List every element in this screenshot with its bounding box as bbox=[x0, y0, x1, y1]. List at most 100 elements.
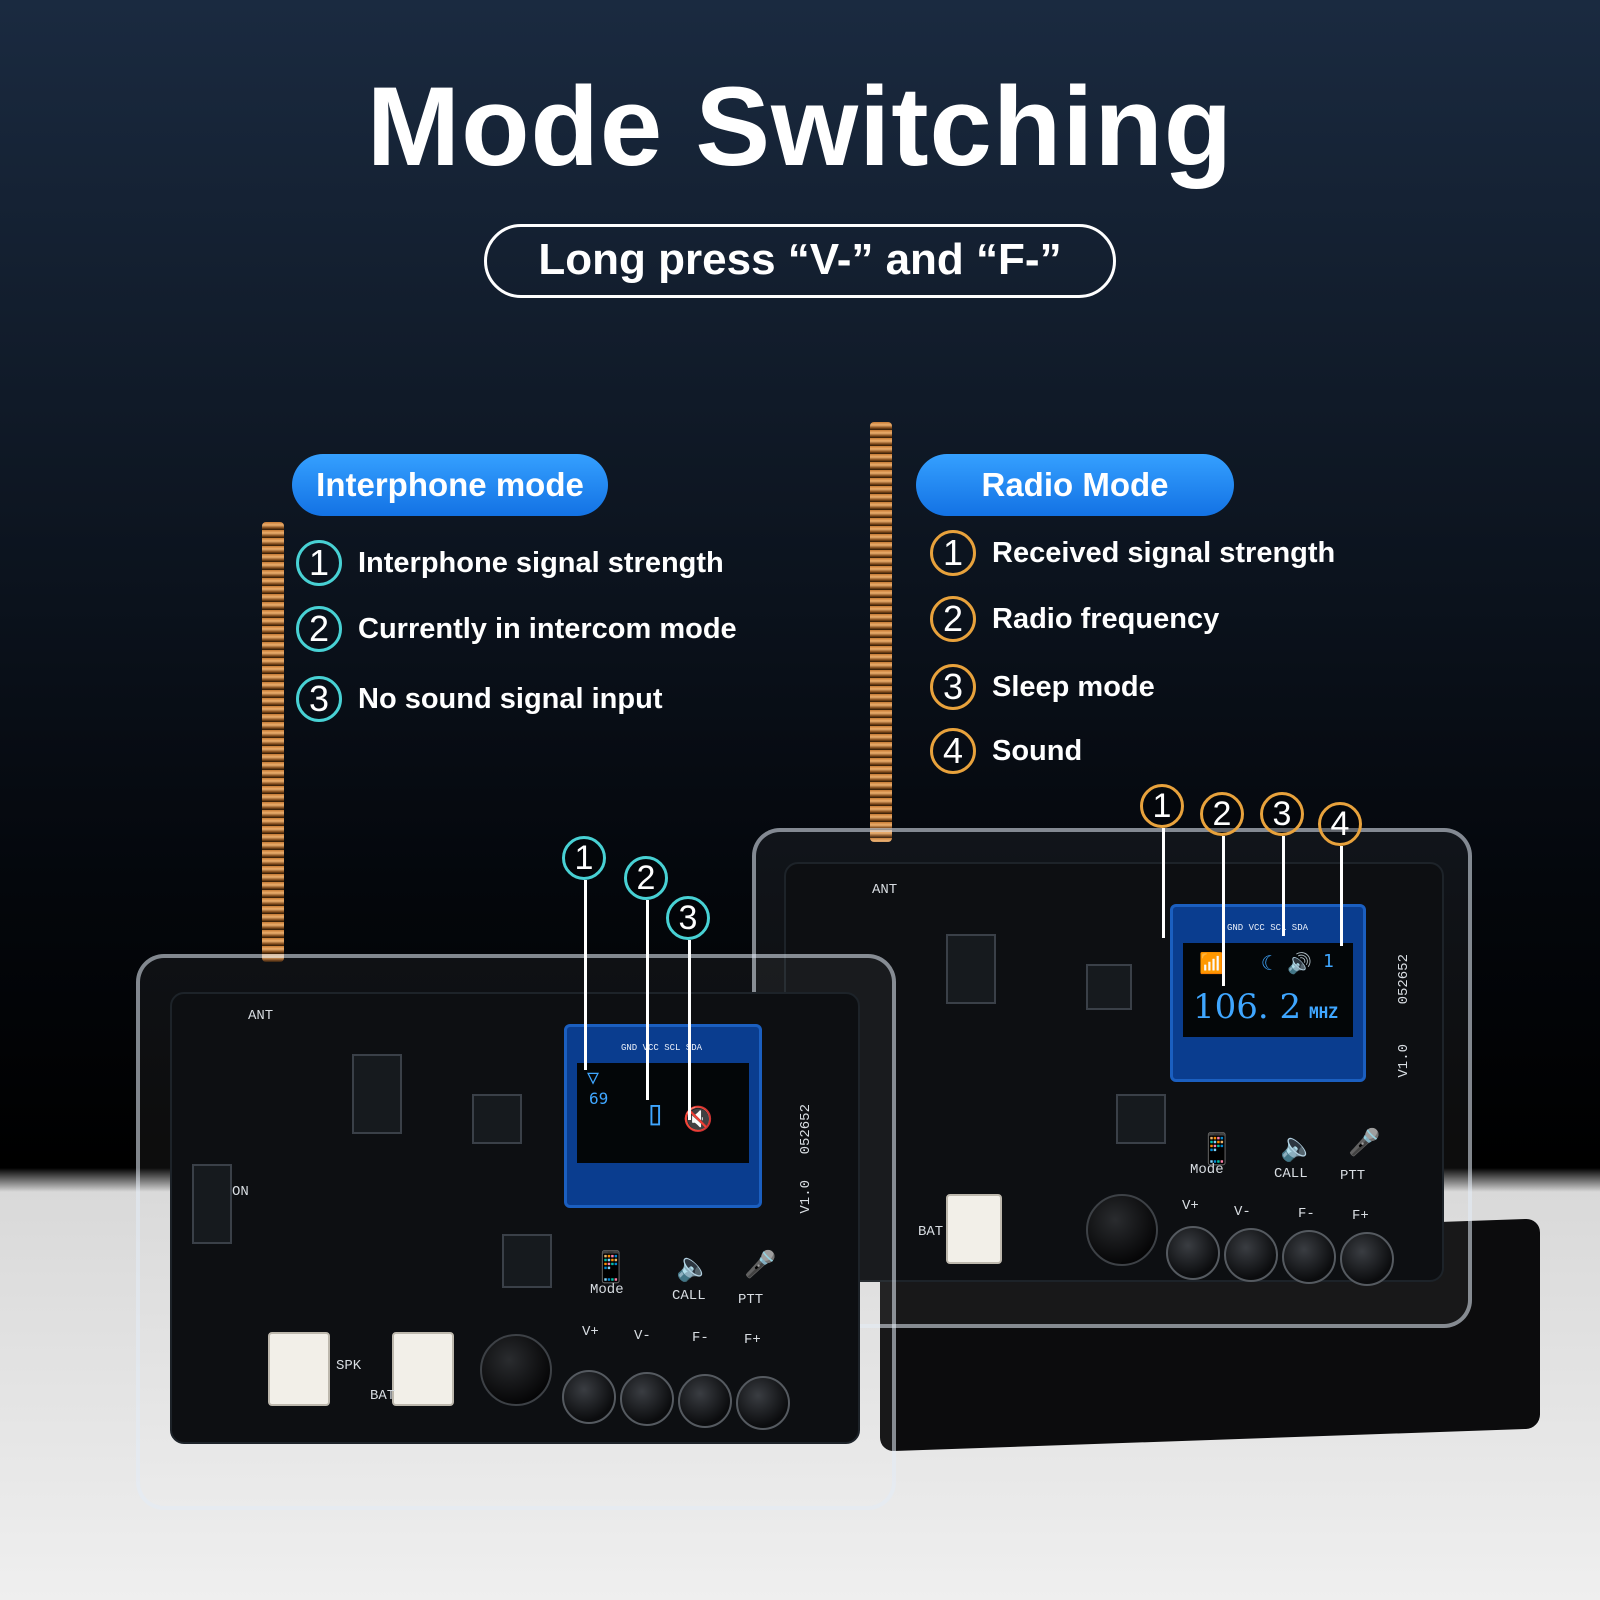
callout-leader bbox=[1162, 828, 1165, 938]
mode-label: Mode bbox=[1190, 1162, 1224, 1178]
mode-label: Mode bbox=[590, 1282, 624, 1298]
ic-chip bbox=[502, 1234, 552, 1288]
version-label: V1.0 bbox=[798, 1180, 814, 1214]
walkie-talkie-icon: 📱 bbox=[1198, 1135, 1236, 1169]
v-minus-label: V- bbox=[634, 1328, 651, 1344]
speaker-volume-icon: 🔊 bbox=[1287, 951, 1312, 975]
ic-chip bbox=[352, 1054, 402, 1134]
v-plus-button[interactable] bbox=[562, 1370, 616, 1424]
bat-label: BAT bbox=[918, 1224, 944, 1240]
ic-chip bbox=[1086, 964, 1132, 1010]
microphone-icon: 🎤 bbox=[1348, 1129, 1381, 1159]
radio-callout-4: 4 bbox=[1318, 802, 1362, 846]
list-item: 3 No sound signal input bbox=[296, 676, 662, 722]
v-minus-button[interactable] bbox=[1224, 1228, 1278, 1282]
v-plus-label: V+ bbox=[1182, 1198, 1199, 1214]
f-minus-label: F- bbox=[1298, 1206, 1315, 1222]
call-label: CALL bbox=[672, 1288, 706, 1304]
item-label: Sleep mode bbox=[992, 670, 1155, 703]
instruction-pill: Long press “V-” and “F-” bbox=[484, 224, 1116, 298]
f-minus-button[interactable] bbox=[678, 1374, 732, 1428]
oled-pin-label: GND VCC SCL SDA bbox=[1227, 923, 1309, 933]
ic-chip bbox=[472, 1094, 522, 1144]
bat-label: BAT bbox=[370, 1388, 396, 1404]
version-label: V1.0 bbox=[1396, 1044, 1412, 1078]
call-label: CALL bbox=[1274, 1166, 1308, 1182]
volume-level: 1 bbox=[1323, 951, 1334, 972]
signal-value: 69 bbox=[589, 1089, 609, 1108]
item-label: Radio frequency bbox=[992, 602, 1220, 635]
callout-leader bbox=[688, 940, 691, 1120]
interphone-oled-module: GND VCC SCL SDA ▽ 69 ▯ 🔇 bbox=[564, 1024, 762, 1208]
moon-sleep-icon: ☾ bbox=[1261, 951, 1274, 975]
interphone-device-case: ANT ON GND VCC SCL SDA ▽ 69 ▯ 🔇 052652 V… bbox=[136, 954, 896, 1510]
ptt-label: PTT bbox=[1340, 1168, 1366, 1184]
microphone bbox=[1086, 1194, 1158, 1266]
f-minus-label: F- bbox=[692, 1330, 709, 1346]
callout-leader bbox=[1340, 846, 1343, 946]
ant-label: ANT bbox=[248, 1008, 274, 1024]
board-id-label: 052652 bbox=[798, 1104, 814, 1155]
radio-oled-screen: 📶 ☾ 🔊 1 106. 2 MHZ bbox=[1183, 943, 1353, 1037]
battery-connector bbox=[946, 1194, 1002, 1264]
interphone-callout-1: 1 bbox=[562, 836, 606, 880]
frequency-unit: MHZ bbox=[1309, 1003, 1338, 1022]
item-label: Received signal strength bbox=[992, 536, 1336, 569]
list-item: 1 Interphone signal strength bbox=[296, 540, 724, 586]
on-label: ON bbox=[232, 1184, 249, 1200]
f-plus-button[interactable] bbox=[736, 1376, 790, 1430]
radio-callout-1: 1 bbox=[1140, 784, 1184, 828]
number-badge: 2 bbox=[296, 606, 342, 652]
speaker-muted-icon: 🔇 bbox=[683, 1105, 713, 1133]
radio-callout-2: 2 bbox=[1200, 792, 1244, 836]
board-id-label: 052652 bbox=[1396, 954, 1412, 1005]
list-item: 1 Received signal strength bbox=[930, 530, 1335, 576]
number-badge: 3 bbox=[930, 664, 976, 710]
interphone-pcb: ANT ON GND VCC SCL SDA ▽ 69 ▯ 🔇 052652 V… bbox=[170, 992, 860, 1444]
oled-pin-label: GND VCC SCL SDA bbox=[621, 1043, 703, 1053]
f-plus-button[interactable] bbox=[1340, 1232, 1394, 1286]
v-minus-label: V- bbox=[1234, 1204, 1251, 1220]
callout-leader bbox=[584, 880, 587, 1070]
item-label: Currently in intercom mode bbox=[358, 612, 737, 645]
antenna-signal-icon: ▽ bbox=[587, 1065, 600, 1089]
callout-leader bbox=[1282, 836, 1285, 936]
list-item: 2 Radio frequency bbox=[930, 596, 1219, 642]
list-item: 2 Currently in intercom mode bbox=[296, 606, 737, 652]
interphone-mode-badge: Interphone mode bbox=[292, 454, 608, 516]
v-minus-button[interactable] bbox=[620, 1372, 674, 1426]
usb-port bbox=[192, 1164, 232, 1244]
walkie-talkie-icon: 📱 bbox=[592, 1253, 630, 1287]
list-item: 4 Sound bbox=[930, 728, 1082, 774]
ic-chip bbox=[946, 934, 996, 1004]
signal-bars-icon: 📶 bbox=[1199, 951, 1224, 975]
number-badge: 3 bbox=[296, 676, 342, 722]
v-plus-button[interactable] bbox=[1166, 1226, 1220, 1280]
interphone-oled-screen: ▽ 69 ▯ 🔇 bbox=[577, 1063, 749, 1163]
v-plus-label: V+ bbox=[582, 1324, 599, 1340]
list-item: 3 Sleep mode bbox=[930, 664, 1155, 710]
f-plus-label: F+ bbox=[1352, 1208, 1369, 1224]
ptt-label: PTT bbox=[738, 1292, 764, 1308]
speaker-connector bbox=[268, 1332, 330, 1406]
item-label: Interphone signal strength bbox=[358, 546, 724, 579]
radio-oled-module: GND VCC SCL SDA 📶 ☾ 🔊 1 106. 2 MHZ bbox=[1170, 904, 1366, 1082]
spk-label: SPK bbox=[336, 1358, 362, 1374]
radio-mode-badge: Radio Mode bbox=[916, 454, 1234, 516]
walkie-talkie-icon: ▯ bbox=[645, 1093, 666, 1133]
callout-leader bbox=[1222, 836, 1225, 986]
number-badge: 4 bbox=[930, 728, 976, 774]
callout-leader bbox=[646, 900, 649, 1100]
right-antenna-coil bbox=[870, 422, 892, 842]
f-minus-button[interactable] bbox=[1282, 1230, 1336, 1284]
f-plus-label: F+ bbox=[744, 1332, 761, 1348]
speaker-icon: 🔈 bbox=[1280, 1134, 1315, 1165]
radio-frequency-readout: 106. 2 bbox=[1193, 987, 1302, 1027]
number-badge: 2 bbox=[930, 596, 976, 642]
number-badge: 1 bbox=[930, 530, 976, 576]
microphone bbox=[480, 1334, 552, 1406]
number-badge: 1 bbox=[296, 540, 342, 586]
ant-label: ANT bbox=[872, 882, 898, 898]
speaker-icon: 🔈 bbox=[676, 1254, 711, 1285]
item-label: No sound signal input bbox=[358, 682, 663, 715]
